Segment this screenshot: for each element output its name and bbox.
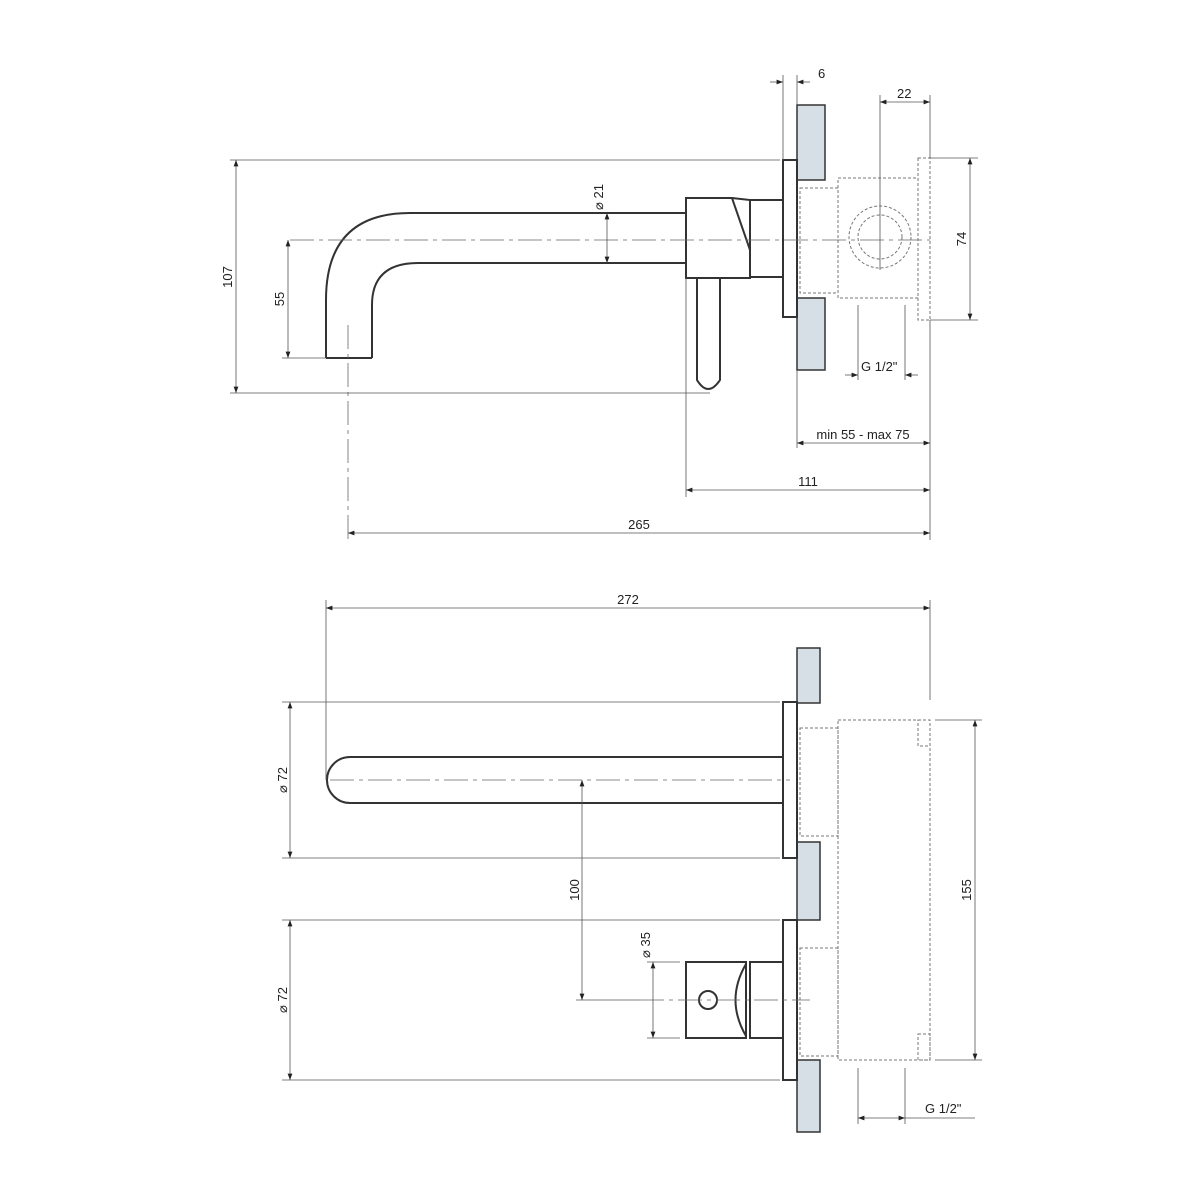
dim-spout-diameter-label: ⌀ 21	[591, 184, 606, 210]
dim-spout-drop-label: 55	[272, 292, 287, 306]
side-view: 6 22 107 55 ⌀ 21 74 G 1/2" min 55 - max …	[220, 66, 978, 540]
spout	[325, 212, 686, 359]
dim-handle-plate-diameter-label: ⌀ 72	[275, 987, 290, 1013]
lever-handle	[696, 278, 721, 390]
concealed-box	[799, 157, 931, 321]
dim-handle-projection-label: 111	[798, 474, 818, 489]
dimension-lines	[230, 75, 978, 540]
dim-connection-label: G 1/2"	[861, 359, 898, 374]
dim-handle-diameter-label: ⌀ 35	[638, 932, 653, 958]
dim-install-depth-label: min 55 - max 75	[816, 427, 909, 442]
dim-connection-label: G 1/2"	[925, 1101, 962, 1116]
dim-plate-label: 6	[818, 66, 825, 81]
dim-spout-projection-label: 265	[628, 517, 650, 532]
wall-section	[796, 104, 826, 371]
mixer-body	[685, 197, 784, 279]
dim-box-height-label: 155	[959, 879, 974, 901]
wall-section	[796, 647, 821, 1133]
dim-box-height-label: 74	[954, 232, 969, 246]
dim-height-total-label: 107	[220, 266, 235, 288]
spout	[326, 756, 783, 804]
dim-center-distance-label: 100	[567, 879, 582, 901]
dim-total-length-label: 272	[617, 592, 639, 607]
concealed-box	[799, 719, 931, 1061]
dim-box-depth-label: 22	[897, 86, 911, 101]
wall-plate	[782, 159, 798, 318]
spout-wall-plate	[782, 701, 798, 859]
front-view: 272 ⌀ 72 100 ⌀ 35 ⌀ 72 155 G 1/2"	[275, 592, 982, 1133]
dim-spout-plate-diameter-label: ⌀ 72	[275, 767, 290, 793]
dimension-lines	[282, 600, 982, 1124]
